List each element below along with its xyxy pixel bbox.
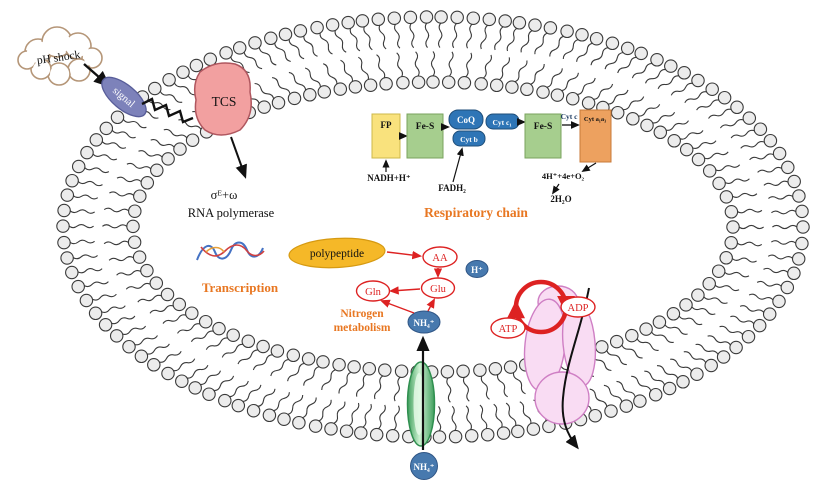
rotation-arrow-bottom — [507, 300, 569, 335]
fadh2-arrow — [452, 147, 464, 183]
oxygen-label: 4H⁺+4e+O₂ — [542, 171, 585, 181]
cyt-aa3-label: Cyt a₁a₃ — [584, 116, 606, 123]
polypeptide-label: polypeptide — [310, 248, 364, 260]
tcs-to-rnap-arrow — [230, 136, 247, 179]
cyt-b-box — [452, 130, 486, 147]
nh4-external-node — [410, 452, 438, 480]
nadh-label: NADH+H⁺ — [367, 173, 411, 183]
transcription-label: Transcription — [202, 280, 279, 295]
cyt-c1-label: Cyt c₁ — [492, 118, 511, 127]
atp-node — [490, 317, 526, 339]
h-plus-node — [465, 260, 489, 278]
fes-right-box — [524, 113, 562, 159]
adp-node — [560, 296, 596, 318]
nh4-channel-pore — [413, 373, 425, 435]
ph-shock-signaling: pH shock signal TCS σᴱ+ω RNA polymerase … — [17, 26, 279, 295]
ph-shock-cloud: pH shock — [17, 26, 103, 86]
fes-left-label: Fe-S — [416, 122, 434, 132]
adp-label: ADP — [567, 303, 588, 314]
cyt-aa3-box — [579, 109, 612, 163]
nitrogen-title-1: Nitrogen — [340, 308, 384, 320]
water-arrow — [552, 183, 560, 195]
fes-right-label: Fe-S — [534, 122, 552, 132]
coq-label: CoQ — [457, 115, 475, 125]
nh4-glu-arrow — [426, 298, 436, 312]
nh4-external-label: NH₄⁺ — [414, 462, 435, 472]
signal-molecule: signal — [101, 76, 147, 118]
nh4-internal-label: NH₄⁺ — [414, 318, 435, 328]
fp-box — [371, 113, 401, 159]
cyt-c-label: Cyt c — [561, 112, 579, 121]
nh4-gln-arrow — [380, 299, 415, 314]
glu-gln-arrow — [388, 286, 421, 295]
fadh2-label: FADH₂ — [438, 183, 466, 193]
respiratory-chain: FP Fe-S CoQ Cyt c₁ Cyt b Fe-S Cyt c Cyt … — [367, 109, 612, 220]
gln-label: Gln — [365, 287, 382, 298]
transcription-art — [196, 241, 265, 261]
proton-flow-arrow — [561, 287, 590, 450]
aa-label: AA — [432, 253, 448, 264]
atp-synthase-protein — [523, 285, 597, 425]
sigma-factor-label: σᴱ+ω — [211, 188, 238, 202]
rotation-arrow-top — [513, 279, 575, 314]
fp-label: FP — [381, 120, 392, 130]
h-plus-label: H⁺ — [471, 265, 483, 275]
glu-node — [420, 277, 456, 299]
nh4-internal-node — [407, 310, 441, 334]
signal-transduction-squiggle — [141, 97, 194, 124]
atp-synthase: ATP ADP — [490, 279, 597, 450]
aa-node — [422, 246, 458, 268]
ammonium-transport: NH₄⁺ — [406, 335, 438, 480]
oxygen-arrow — [581, 162, 597, 172]
nitrogen-metabolism: polypeptide AA H⁺ Glu Gln NH₄⁺ Nitrogen … — [288, 237, 489, 334]
water-label: 2H₂O — [550, 194, 571, 204]
atp-label: ATP — [499, 324, 518, 335]
coq-box — [448, 109, 484, 130]
rna-polymerase-label: RNA polymerase — [188, 206, 275, 220]
gln-node — [355, 280, 391, 302]
fes-left-box — [406, 113, 444, 159]
cell-membrane — [56, 10, 810, 444]
tcs-protein — [193, 62, 252, 136]
nitrogen-title-2: metabolism — [334, 322, 391, 334]
glu-label: Glu — [430, 284, 447, 295]
cyt-b-label: Cyt b — [460, 135, 478, 144]
polypeptide-aa-arrow — [386, 250, 423, 260]
tcs-label: TCS — [212, 94, 237, 109]
respiratory-chain-title: Respiratory chain — [424, 205, 528, 220]
polypeptide-blob — [288, 237, 386, 269]
